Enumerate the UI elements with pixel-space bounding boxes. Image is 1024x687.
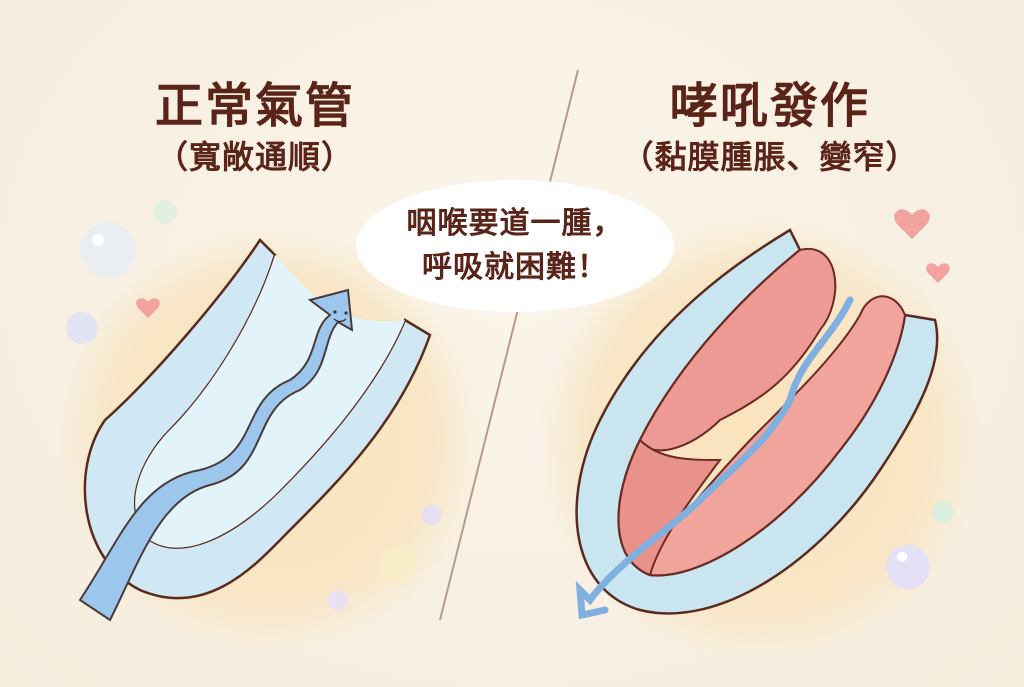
- swollen-airway-icon: [575, 228, 939, 620]
- decorative-bubbles-icon: [66, 200, 954, 610]
- speech-bubble: 咽喉要道一腫， 呼吸就困難！: [356, 180, 674, 312]
- speech-line-1: 咽喉要道一腫，: [406, 206, 624, 241]
- left-title: 正常氣管: [154, 78, 355, 134]
- left-subtitle: （寬敞通順）: [155, 138, 354, 176]
- heart-icons: [136, 209, 950, 318]
- right-subtitle: （黏膜腫脹、變窄）: [621, 138, 919, 176]
- right-title: 哮吼發作: [669, 78, 870, 134]
- normal-airway-icon: [78, 238, 432, 622]
- speech-line-2: 呼吸就困難！: [422, 250, 608, 285]
